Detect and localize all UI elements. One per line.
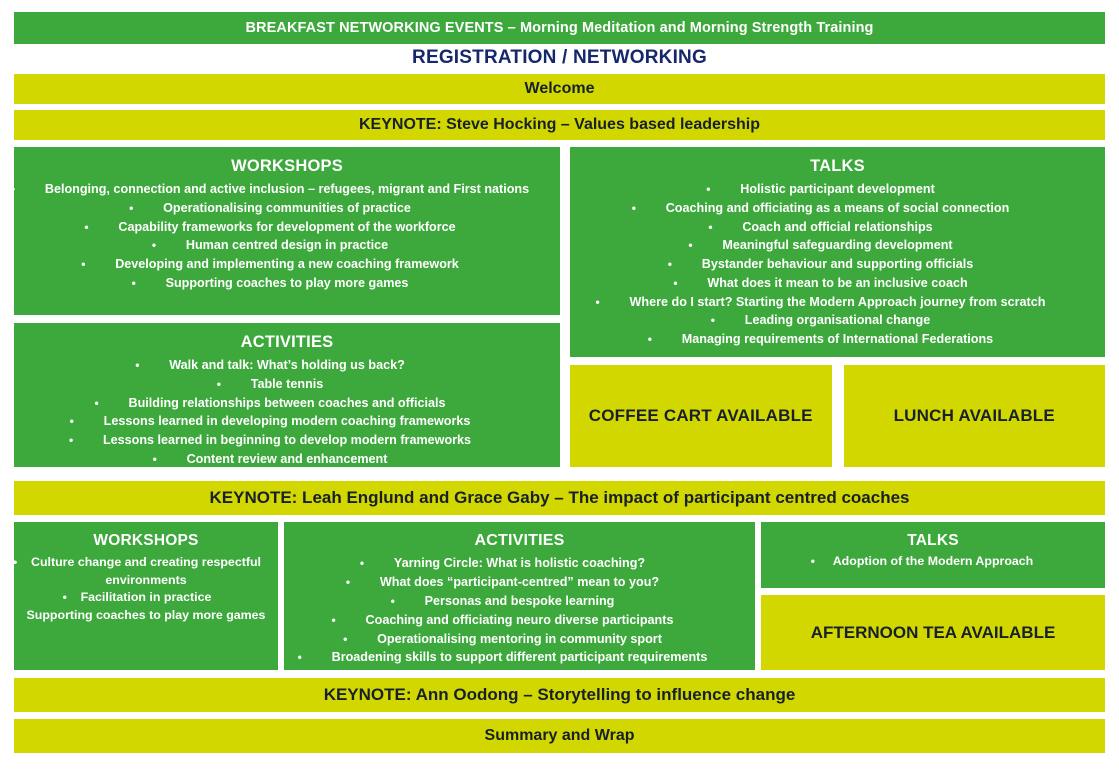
list-item-label: Coach and official relationships <box>742 219 933 234</box>
morning-activities-title: ACTIVITIES <box>240 333 334 351</box>
list-item: Capability frameworks for development of… <box>24 218 550 237</box>
list-item-label: Content review and enhancement <box>186 451 388 466</box>
list-item: Content review and enhancement <box>24 450 550 467</box>
afternoon-workshops-title: WORKSHOPS <box>93 532 199 549</box>
list-item: Holistic participant development <box>580 180 1095 199</box>
summary-wrap-bar: Summary and Wrap <box>14 719 1105 753</box>
keynote-morning-bar: KEYNOTE: Steve Hocking – Values based le… <box>14 110 1105 140</box>
list-item: Personas and bespoke learning <box>294 592 745 611</box>
list-item-label: Coaching and officiating neuro diverse p… <box>365 612 674 627</box>
list-item: Adoption of the Modern Approach <box>771 552 1095 571</box>
afternoon-talks-title: TALKS <box>907 532 959 549</box>
morning-activities-panel: ACTIVITIES Walk and talk: What’s holding… <box>14 323 560 467</box>
list-item: Broadening skills to support different p… <box>294 648 745 667</box>
list-item-label: Yarning Circle: What is holistic coachin… <box>393 556 646 570</box>
list-item: Table tennis <box>24 375 550 394</box>
list-item-label: Developing and implementing a new coachi… <box>115 257 459 271</box>
list-item-label: Belonging, connection and active inclusi… <box>44 182 530 196</box>
list-item-label: Facilitation in practice <box>80 590 212 605</box>
list-item-label: Operationalising communities of practice <box>163 200 411 215</box>
lunch-box: LUNCH AVAILABLE <box>843 365 1105 467</box>
list-item-label: Adoption of the Modern Approach <box>832 554 1034 568</box>
list-item-label: Building relationships between coaches a… <box>128 395 446 410</box>
list-item-label: Table tennis <box>250 376 324 391</box>
list-item-label: Human centred design in practice <box>185 238 389 253</box>
list-item: Walk and talk: What’s holding us back? <box>24 356 550 375</box>
list-item: Coaching and officiating as a means of s… <box>580 199 1095 218</box>
list-item: Managing requirements of International F… <box>580 330 1095 349</box>
list-item-label: Lessons learned in developing modern coa… <box>103 414 471 429</box>
morning-talks-title: TALKS <box>810 157 865 175</box>
afternoon-workshops-panel: WORKSHOPS Culture change and creating re… <box>14 522 278 670</box>
list-item-label: Leading organisational change <box>744 313 931 328</box>
list-item: Leading organisational change <box>580 311 1095 330</box>
list-item-label: Coaching and officiating as a means of s… <box>665 200 1010 215</box>
morning-workshops-list: Belonging, connection and active inclusi… <box>24 180 550 293</box>
afternoon-activities-title: ACTIVITIES <box>474 532 565 549</box>
coffee-cart-box: COFFEE CART AVAILABLE <box>570 365 832 467</box>
list-item-label: Walk and talk: What’s holding us back? <box>169 358 405 372</box>
list-item-label: What does “participant-centred” mean to … <box>379 574 660 589</box>
list-item: Coach and official relationships <box>580 218 1095 237</box>
list-item-label: Bystander behaviour and supporting offic… <box>701 257 974 271</box>
list-item: Operationalising mentoring in community … <box>294 630 745 649</box>
list-item: What does it mean to be an inclusive coa… <box>580 274 1095 293</box>
afternoon-workshops-list: Culture change and creating respectful e… <box>24 554 268 624</box>
list-item-label: Culture change and creating respectful e… <box>31 555 261 587</box>
list-item-label: Broadening skills to support different p… <box>331 650 708 665</box>
morning-activities-list: Walk and talk: What’s holding us back? T… <box>24 356 550 467</box>
morning-right-column: TALKS Holistic participant development C… <box>570 147 1105 467</box>
afternoon-talks-panel: TALKS Adoption of the Modern Approach <box>761 522 1105 588</box>
list-item: Coaching and officiating neuro diverse p… <box>294 611 745 630</box>
list-item: Yarning Circle: What is holistic coachin… <box>294 554 745 573</box>
afternoon-talks-list: Adoption of the Modern Approach <box>771 552 1095 571</box>
list-item: Culture change and creating respectful e… <box>24 554 268 589</box>
list-item-label: Supporting coaches to play more games <box>26 607 266 622</box>
keynote-afternoon-bar: KEYNOTE: Ann Oodong – Storytelling to in… <box>14 678 1105 712</box>
morning-left-column: WORKSHOPS Belonging, connection and acti… <box>14 147 560 467</box>
morning-workshops-panel: WORKSHOPS Belonging, connection and acti… <box>14 147 560 315</box>
morning-break-row: COFFEE CART AVAILABLE LUNCH AVAILABLE <box>570 365 1105 467</box>
afternoon-tea-box: AFTERNOON TEA AVAILABLE <box>761 595 1105 670</box>
list-item: Lessons learned in developing modern coa… <box>24 412 550 431</box>
list-item-label: What does it mean to be an inclusive coa… <box>707 275 968 290</box>
list-item: Where do I start? Starting the Modern Ap… <box>580 293 1095 312</box>
afternoon-activities-list: Yarning Circle: What is holistic coachin… <box>294 554 745 667</box>
keynote-midday-bar: KEYNOTE: Leah Englund and Grace Gaby – T… <box>14 481 1105 515</box>
morning-talks-list: Holistic participant development Coachin… <box>580 180 1095 349</box>
afternoon-right-column: TALKS Adoption of the Modern Approach AF… <box>761 522 1105 670</box>
list-item-label: Capability frameworks for development of… <box>118 219 456 234</box>
list-item: Supporting coaches to play more games <box>24 274 550 293</box>
list-item-label: Lessons learned in beginning to develop … <box>102 433 472 447</box>
afternoon-session-grid: WORKSHOPS Culture change and creating re… <box>14 522 1105 670</box>
breakfast-networking-bar: BREAKFAST NETWORKING EVENTS – Morning Me… <box>14 12 1105 44</box>
list-item: Bystander behaviour and supporting offic… <box>580 255 1095 274</box>
list-item-label: Where do I start? Starting the Modern Ap… <box>629 294 1046 309</box>
list-item-label: Holistic participant development <box>740 182 935 196</box>
list-item-label: Managing requirements of International F… <box>681 332 994 346</box>
list-item: What does “participant-centred” mean to … <box>294 573 745 592</box>
afternoon-activities-panel: ACTIVITIES Yarning Circle: What is holis… <box>284 522 755 670</box>
list-item: Facilitation in practice <box>24 589 268 607</box>
list-item: Human centred design in practice <box>24 236 550 255</box>
welcome-bar: Welcome <box>14 74 1105 104</box>
morning-workshops-title: WORKSHOPS <box>231 157 343 175</box>
list-item: Building relationships between coaches a… <box>24 394 550 413</box>
list-item: Operationalising communities of practice <box>24 199 550 218</box>
list-item: Belonging, connection and active inclusi… <box>24 180 550 199</box>
list-item: Meaningful safeguarding development <box>580 236 1095 255</box>
list-item-label: Operationalising mentoring in community … <box>377 631 662 646</box>
list-item-label: Supporting coaches to play more games <box>165 275 409 290</box>
morning-talks-panel: TALKS Holistic participant development C… <box>570 147 1105 357</box>
list-item: Lessons learned in beginning to develop … <box>24 431 550 450</box>
morning-session-grid: WORKSHOPS Belonging, connection and acti… <box>14 147 1105 467</box>
list-item-label: Meaningful safeguarding development <box>722 238 953 253</box>
list-item-label: Personas and bespoke learning <box>424 593 615 608</box>
registration-networking-heading: REGISTRATION / NETWORKING <box>412 47 707 68</box>
list-item: Supporting coaches to play more games <box>24 607 268 625</box>
list-item: Developing and implementing a new coachi… <box>24 255 550 274</box>
